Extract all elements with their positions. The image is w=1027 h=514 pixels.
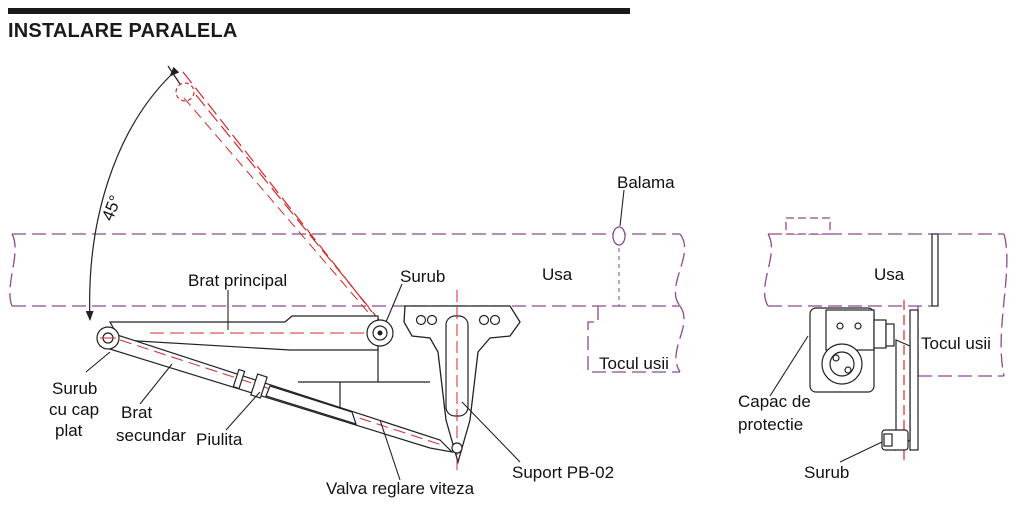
side-label-capac-1: Capac de	[738, 392, 811, 411]
side-leader-lines	[769, 335, 883, 463]
side-label-usa: Usa	[874, 265, 905, 284]
side-bracket	[881, 300, 919, 460]
main-view: 45° Balama Usa Surub Brat principal Tocu…	[9, 65, 686, 498]
label-usa: Usa	[542, 265, 573, 284]
label-surub-cap-3: plat	[55, 421, 83, 440]
side-view: Usa Tocul usii Capac de protectie Surub	[738, 217, 1008, 482]
door-outline	[9, 233, 686, 307]
door-frame	[587, 305, 685, 373]
side-closer	[809, 307, 895, 393]
flat-head-screw	[96, 326, 120, 350]
secondary-arm	[99, 331, 454, 453]
mounting-bracket	[403, 290, 521, 470]
label-surub: Surub	[400, 267, 445, 286]
side-door-frame	[917, 233, 1008, 377]
side-label-tocul-usii: Tocul usii	[921, 334, 991, 353]
main-arm	[108, 315, 379, 351]
label-valva: Valva reglare viteza	[326, 479, 475, 498]
angle-label: 45°	[98, 193, 125, 224]
label-surub-cap-2: cu cap	[49, 400, 99, 419]
side-label-surub: Surub	[804, 463, 849, 482]
side-door-outline	[763, 217, 932, 307]
side-label-capac-2: protectie	[738, 415, 803, 434]
title-rule	[8, 8, 630, 14]
hinge	[612, 226, 626, 306]
angle-arc	[85, 65, 181, 321]
pivot-screw	[366, 319, 394, 347]
label-tocul-usii: Tocul usii	[599, 354, 669, 373]
label-piulita: Piulita	[196, 430, 243, 449]
label-brat-principal: Brat principal	[188, 271, 287, 290]
label-brat-secundar-2: secundar	[116, 426, 186, 445]
leader-lines	[85, 189, 625, 481]
label-brat-secundar-1: Brat	[121, 403, 152, 422]
label-balama: Balama	[617, 173, 675, 192]
label-suport: Suport PB-02	[512, 463, 614, 482]
label-surub-cap-1: Surub	[52, 379, 97, 398]
page-title: INSTALARE PARALELA	[8, 20, 238, 42]
side-door-edge	[931, 233, 939, 307]
main-arm-open-position	[175, 71, 394, 338]
